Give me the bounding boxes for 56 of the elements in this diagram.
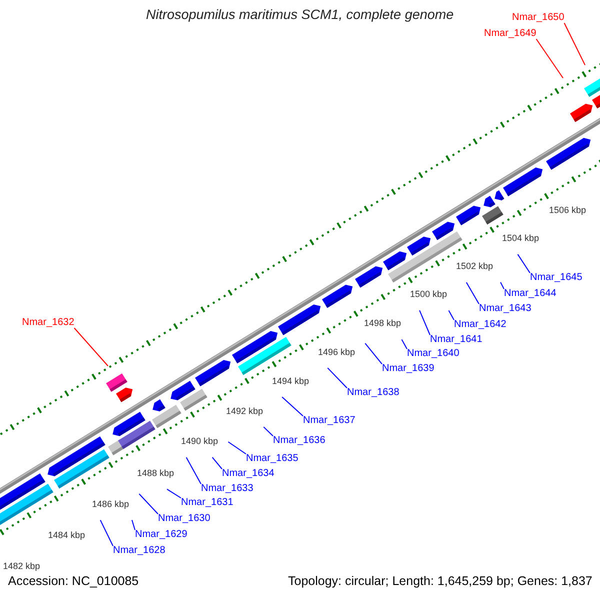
gene-label: Nmar_1645 bbox=[530, 272, 582, 283]
scale-label: 1500 kbp bbox=[410, 290, 448, 300]
leader-line bbox=[564, 22, 586, 66]
scale-label: 1498 kbp bbox=[364, 319, 402, 329]
leader-line bbox=[500, 282, 504, 290]
scale-label: 1490 kbp bbox=[181, 437, 218, 447]
leader-line bbox=[536, 38, 564, 78]
leader-line bbox=[517, 254, 530, 274]
gene-label: Nmar_1650 bbox=[512, 12, 564, 23]
leader-line bbox=[131, 519, 136, 530]
gene-label: Nmar_1642 bbox=[454, 319, 506, 330]
gene-label: Nmar_1629 bbox=[135, 529, 188, 540]
gene-label: Nmar_1633 bbox=[201, 483, 254, 494]
leader-line bbox=[282, 396, 304, 416]
leader-line bbox=[448, 310, 454, 320]
gene-label: Nmar_1628 bbox=[113, 545, 166, 556]
scale-label: 1484 kbp bbox=[48, 531, 86, 541]
gene-label: Nmar_1641 bbox=[430, 334, 482, 345]
scale-label: 1494 kbp bbox=[272, 377, 310, 387]
gene-label: Nmar_1643 bbox=[479, 303, 532, 314]
gene-label: Nmar_1636 bbox=[273, 435, 326, 446]
leader-line bbox=[401, 339, 408, 350]
gene-label: Nmar_1631 bbox=[181, 497, 234, 508]
gene-label: Nmar_1630 bbox=[158, 513, 210, 524]
gene-label: Nmar_1639 bbox=[382, 363, 434, 374]
gene-label: Nmar_1632 bbox=[22, 317, 74, 328]
scale-label: 1488 kbp bbox=[137, 469, 174, 479]
leader-line bbox=[138, 493, 158, 514]
genome-summary-text: Topology: circular; Length: 1,645,259 bp; Genes: 1,837 bbox=[288, 575, 592, 589]
leader-line bbox=[327, 367, 348, 388]
leader-line bbox=[419, 310, 430, 336]
accession-text: Accession: NC_010085 bbox=[8, 575, 139, 589]
gene-label: Nmar_1644 bbox=[504, 288, 556, 299]
scale-label: 1492 kbp bbox=[226, 407, 264, 417]
leader-line bbox=[212, 456, 222, 470]
scale-label: 1502 kbp bbox=[456, 262, 494, 272]
scale-label: 1504 kbp bbox=[502, 234, 540, 244]
gene-label: Nmar_1638 bbox=[347, 387, 400, 398]
scale-label: 1482 kbp bbox=[3, 562, 40, 572]
leader-line bbox=[100, 520, 114, 546]
leader-line bbox=[74, 328, 108, 366]
leader-line bbox=[364, 342, 382, 364]
leader-line bbox=[466, 282, 480, 304]
scale-label: 1506 kbp bbox=[549, 206, 586, 216]
gene-label: Nmar_1640 bbox=[407, 348, 460, 359]
leader-line bbox=[186, 456, 202, 484]
gene-label: Nmar_1634 bbox=[222, 468, 274, 479]
gene-label: Nmar_1637 bbox=[303, 415, 356, 426]
gene-label: Nmar_1649 bbox=[484, 28, 536, 39]
leader-line bbox=[166, 488, 182, 498]
diagram-title: Nitrosopumilus maritimus SCM1, complete genome bbox=[146, 8, 454, 23]
leader-line bbox=[263, 426, 274, 436]
leader-line bbox=[228, 441, 246, 454]
gene-label: Nmar_1635 bbox=[246, 453, 298, 464]
scale-label: 1496 kbp bbox=[318, 348, 356, 358]
scale-label: 1486 kbp bbox=[92, 500, 130, 510]
